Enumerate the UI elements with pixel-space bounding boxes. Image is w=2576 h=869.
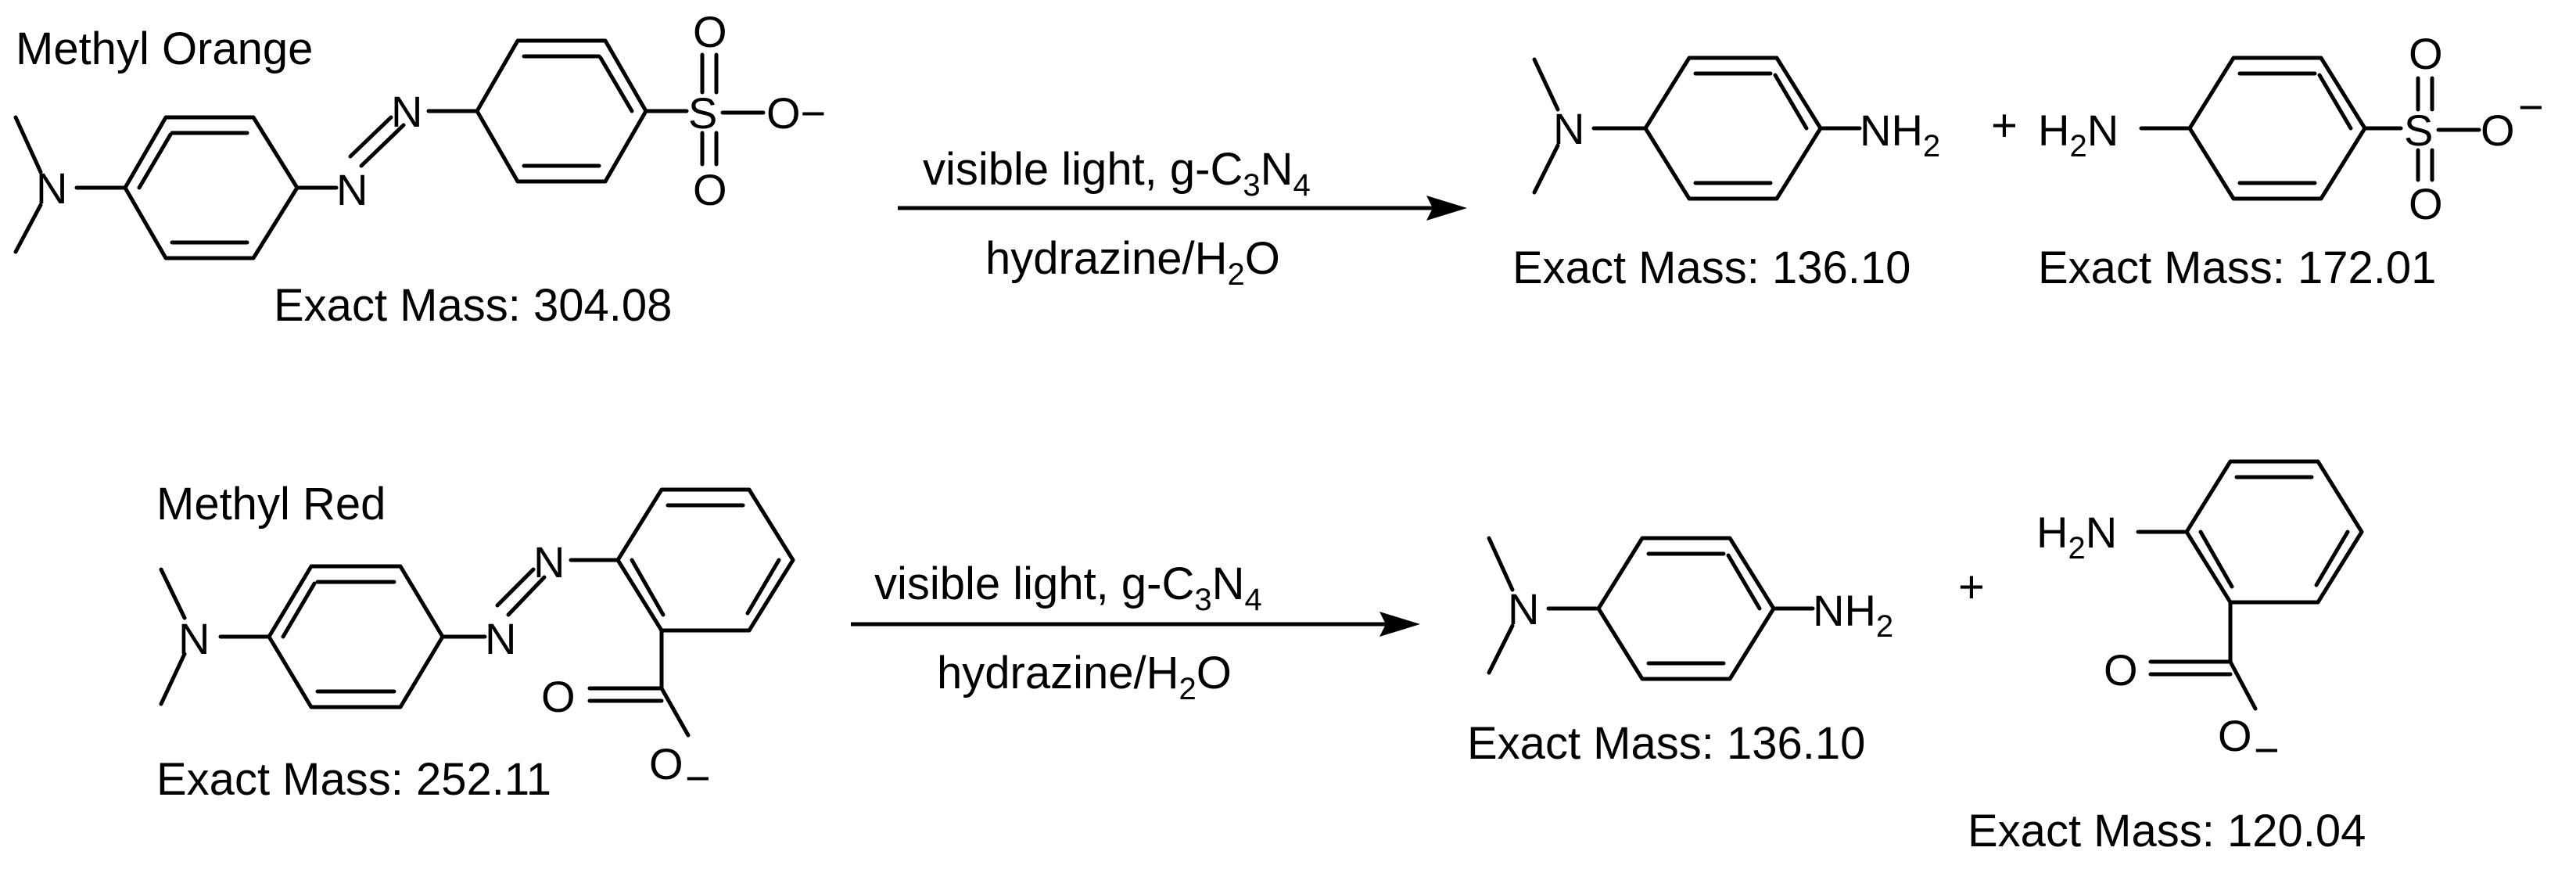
atom-o-carbonyl-p2b: O — [2104, 645, 2138, 695]
atom-h2n-p2b: H2N — [2036, 508, 2117, 566]
atom-o-p1b: O — [2481, 106, 2515, 155]
methyl-orange-mass: Exact Mass: 304.08 — [274, 280, 672, 331]
product-1a-mass: Exact Mass: 136.10 — [1512, 242, 1910, 293]
reaction-1: Methyl Orange N N N S — [13, 7, 2544, 331]
charge-mr: − — [685, 753, 711, 803]
atom-n-dimethyl-mr: N — [178, 614, 210, 663]
atom-s-p1b: S — [2404, 106, 2433, 155]
product-2a-structure: N NH2 Exact Mass: 136.10 — [1467, 536, 1893, 769]
atom-n-azo-mr-1: N — [485, 614, 516, 663]
atom-o-minus-mo: O− — [766, 88, 826, 138]
atom-n-dimethyl: N — [36, 163, 67, 213]
atom-nh2-p1a: NH2 — [1860, 106, 1940, 163]
reaction-arrow-1: visible light, g-C3N4 hydrazine/H2O — [898, 144, 1467, 292]
atom-n-azo-mr-2: N — [533, 537, 565, 587]
atom-n-p2a: N — [1508, 584, 1539, 634]
atom-n-azo-1: N — [336, 165, 368, 214]
product-2a-mass: Exact Mass: 136.10 — [1467, 718, 1865, 769]
conditions-bottom-1: hydrazine/H2O — [985, 233, 1280, 292]
methyl-red-label: Methyl Red — [156, 479, 386, 530]
charge-p2b: − — [2254, 725, 2280, 774]
atom-o-top-mo: O — [693, 7, 727, 56]
methyl-red-mass: Exact Mass: 252.11 — [156, 754, 551, 805]
atom-nh2-p2a: NH2 — [1813, 586, 1893, 644]
atom-h2n-p1b: H2N — [2038, 106, 2119, 163]
plus-sign-1: + — [1991, 100, 2018, 151]
methyl-orange-label: Methyl Orange — [16, 23, 313, 74]
atom-o-bottom-p1b: O — [2409, 179, 2443, 228]
atom-o-top-p1b: O — [2409, 29, 2443, 78]
atom-n-azo-2: N — [391, 87, 422, 136]
conditions-top-2: visible light, g-C3N4 — [874, 558, 1262, 617]
atom-o-carbonyl-mr: O — [541, 672, 576, 721]
plus-sign-2: + — [1958, 562, 1985, 612]
atom-o-bottom-mo: O — [693, 165, 727, 214]
conditions-bottom-2: hydrazine/H2O — [937, 648, 1232, 706]
conditions-top-1: visible light, g-C3N4 — [923, 144, 1311, 203]
product-1a-structure: N NH2 Exact Mass: 136.10 — [1512, 56, 1940, 293]
product-1b-mass: Exact Mass: 172.01 — [2038, 242, 2436, 293]
product-2b-structure: H2N O O − Exact Mass: 120.04 — [1968, 459, 2366, 856]
atom-n-p1a: N — [1553, 104, 1584, 153]
methyl-orange-structure: Methyl Orange N N N S — [13, 7, 826, 331]
methyl-red-structure: Methyl Red N N N O O — [156, 479, 795, 805]
reaction-arrow-2: visible light, g-C3N4 hydrazine/H2O — [851, 558, 1420, 706]
product-2b-mass: Exact Mass: 120.04 — [1968, 806, 2366, 856]
charge-p1b: − — [2518, 82, 2544, 131]
reaction-2: Methyl Red N N N O O — [156, 459, 2366, 856]
atom-o-minus-p2b: O — [2218, 711, 2252, 760]
atom-s-mo: S — [688, 88, 717, 138]
product-1b-structure: H2N S O O O − Exact Mass: 172.01 — [2038, 29, 2544, 293]
atom-o-minus-mr: O — [649, 739, 683, 788]
